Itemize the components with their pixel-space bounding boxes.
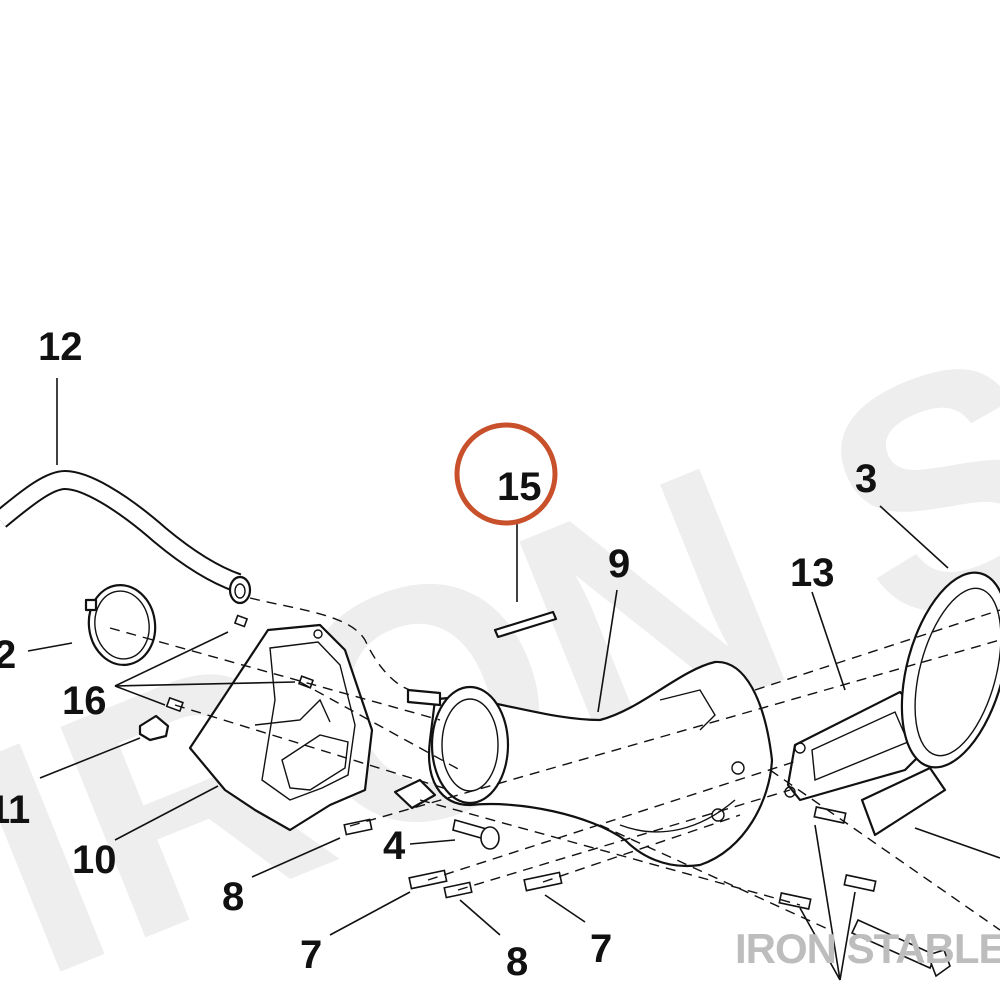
bolt-right-3 bbox=[843, 874, 877, 892]
callout-4: 4 bbox=[383, 824, 406, 868]
brand-watermark: IRON STABLE bbox=[735, 925, 1000, 972]
part-3-cover bbox=[860, 571, 1000, 837]
callout-7-a: 7 bbox=[300, 933, 322, 977]
part-15-gasket-strip bbox=[493, 610, 558, 639]
callout-3: 3 bbox=[855, 457, 877, 501]
part-11-spacer-block bbox=[138, 714, 170, 742]
callout-11: 11 bbox=[0, 788, 30, 832]
callout-15: 15 bbox=[497, 465, 542, 509]
callout-9: 9 bbox=[608, 542, 630, 586]
callout-7-b: 7 bbox=[590, 927, 612, 971]
part-9-intake-elbow bbox=[393, 660, 774, 868]
callout-8-b: 8 bbox=[506, 940, 528, 984]
fasteners bbox=[343, 806, 951, 978]
callout-8-a: 8 bbox=[222, 875, 244, 919]
bolt-right-1 bbox=[778, 892, 812, 910]
callout-2: 2 bbox=[0, 633, 16, 677]
leader-lines bbox=[27, 378, 1000, 981]
part-2-clamp-ring bbox=[84, 584, 157, 666]
part-4-bolt bbox=[452, 818, 500, 850]
callout-16: 16 bbox=[62, 679, 107, 723]
stud-right bbox=[850, 918, 951, 978]
callout-labels: 12 15 3 9 13 2 16 11 10 4 8 7 8 7 bbox=[0, 325, 877, 984]
part-10-mounting-bracket bbox=[188, 623, 374, 832]
callout-10: 10 bbox=[72, 838, 117, 882]
assembly-dash-lines bbox=[109, 597, 1000, 931]
bolt-right-2 bbox=[813, 806, 847, 824]
part-8-bolt-a bbox=[343, 818, 373, 836]
part-16-pins bbox=[165, 614, 315, 713]
part-12-hose bbox=[0, 470, 252, 605]
callout-13: 13 bbox=[790, 551, 835, 595]
highlight-circle-15 bbox=[454, 422, 558, 526]
callout-12: 12 bbox=[38, 325, 83, 369]
